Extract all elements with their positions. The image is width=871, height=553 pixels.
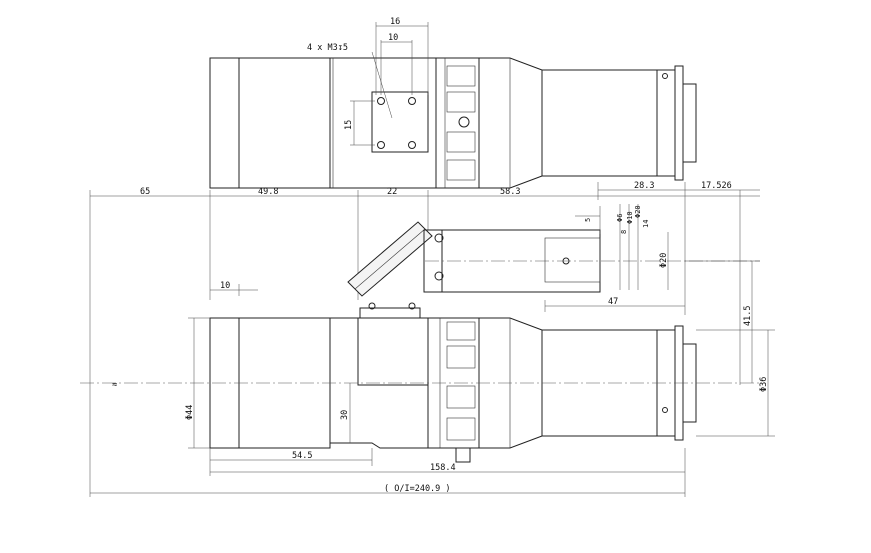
dim-58-3-label: 58.3 bbox=[500, 187, 520, 197]
side-view: ≈ bbox=[80, 221, 760, 463]
mount-hole-icon bbox=[377, 97, 385, 105]
dim-54-5-label: 54.5 bbox=[292, 451, 312, 461]
dim-16-label: 16 bbox=[390, 17, 400, 27]
lower-dims: 10 Φ44 30 54.5 158.4 ( O/I=240.9 ) bbox=[90, 281, 686, 497]
dim-14-label: 14 bbox=[642, 220, 650, 228]
top-view: 16 10 4 x M3↧5 15 bbox=[209, 17, 697, 189]
right-vertical-dims: 41.5 Φ36 bbox=[685, 260, 775, 437]
mounting-plate bbox=[371, 91, 429, 153]
dim-phi20b-label: Φ20 bbox=[634, 205, 642, 218]
dim-8-label: 8 bbox=[620, 230, 628, 234]
upper-dimension-row: 65 49.8 22 58.3 28.3 17.526 bbox=[89, 181, 760, 497]
dim-28-3-label: 28.3 bbox=[634, 181, 654, 191]
dim-total-label: ( O/I=240.9 ) bbox=[384, 484, 451, 494]
dim-15-label: 15 bbox=[344, 120, 354, 130]
top-lens-mount bbox=[682, 83, 697, 163]
dim-phi36-label: Φ36 bbox=[759, 377, 769, 392]
dim-65-label: 65 bbox=[140, 187, 150, 197]
mount-hole-icon bbox=[377, 141, 385, 149]
dim-41-5-label: 41.5 bbox=[743, 306, 753, 326]
hole-callout-label: 4 x M3↧5 bbox=[307, 43, 348, 53]
set-screw bbox=[455, 447, 471, 463]
dim-158-4-label: 158.4 bbox=[430, 463, 456, 473]
dim-5-label: 5 bbox=[584, 218, 592, 222]
dim-47-label: 47 bbox=[608, 297, 618, 307]
dim-30-label: 30 bbox=[340, 410, 350, 420]
dim-10-label: 10 bbox=[388, 33, 398, 43]
dim-49-8-label: 49.8 bbox=[258, 187, 278, 197]
dim-22-label: 22 bbox=[387, 187, 397, 197]
dim-17-526-label: 17.526 bbox=[701, 181, 732, 191]
dim-phi20-label: Φ20 bbox=[659, 253, 669, 268]
dim-phi44-label: Φ44 bbox=[185, 405, 195, 420]
top-body-segment-1 bbox=[209, 57, 240, 189]
top-body-segment-2 bbox=[238, 57, 331, 189]
top-focus-ring bbox=[435, 57, 480, 189]
dim-phi6-label: Φ6 bbox=[616, 214, 624, 222]
dim-10-side-label: 10 bbox=[220, 281, 230, 291]
side-tube-dimensions: 5 Φ6 8 Φ10 Φ20 14 Φ20 47 bbox=[544, 204, 685, 312]
break-symbol: ≈ bbox=[112, 380, 117, 390]
mount-hole-icon bbox=[408, 97, 416, 105]
dim-phi10-label: Φ10 bbox=[626, 211, 634, 224]
top-lens-barrel bbox=[541, 69, 658, 177]
top-lens-taper bbox=[478, 57, 543, 189]
mount-hole-icon bbox=[408, 141, 416, 149]
prism-base bbox=[357, 317, 429, 386]
